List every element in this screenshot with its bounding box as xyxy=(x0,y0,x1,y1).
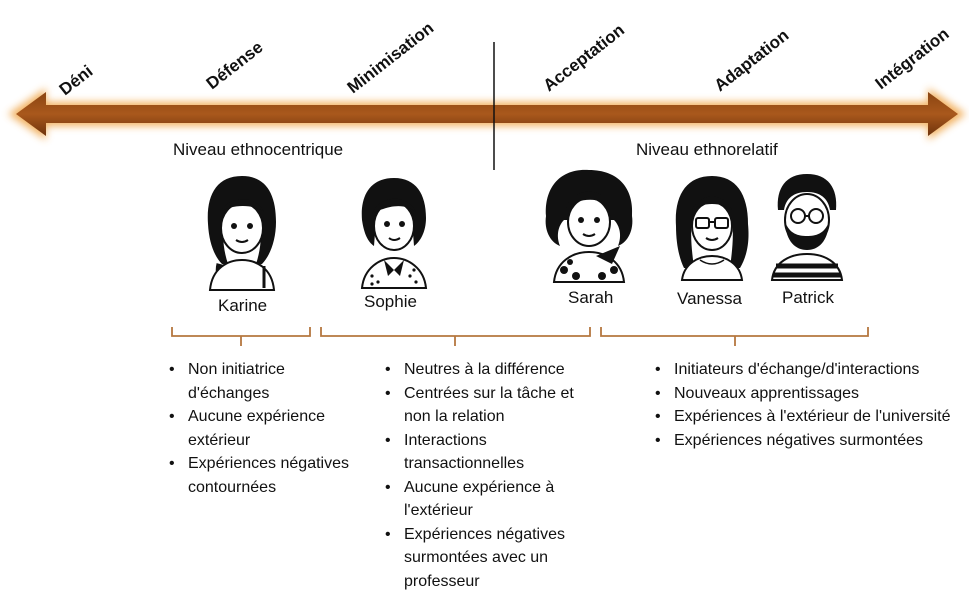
list-item: Aucune expérience extérieur xyxy=(166,405,356,452)
brace-group-1 xyxy=(172,327,310,346)
list-item: Non initiatrice d'échanges xyxy=(166,358,356,405)
list-item: Aucune expérience à l'extérieur xyxy=(382,476,592,523)
bullet-list-group-2: Neutres à la différence Centrées sur la … xyxy=(382,358,592,593)
list-item: Nouveaux apprentissages xyxy=(652,382,968,406)
list-item: Neutres à la différence xyxy=(382,358,592,382)
list-item: Interactions transactionnelles xyxy=(382,429,592,476)
bullet-list-group-3: Initiateurs d'échange/d'interactions Nou… xyxy=(652,358,968,452)
list-item: Centrées sur la tâche et non la relation xyxy=(382,382,592,429)
list-item: Expériences à l'extérieur de l'universit… xyxy=(652,405,968,429)
list-item: Initiateurs d'échange/d'interactions xyxy=(652,358,968,382)
brace-group-2 xyxy=(321,327,590,346)
list-item: Expériences négatives surmontées avec un… xyxy=(382,523,592,593)
bullet-list-group-1: Non initiatrice d'échanges Aucune expéri… xyxy=(166,358,356,499)
brace-group-3 xyxy=(601,327,868,346)
list-item: Expériences négatives surmontées xyxy=(652,429,968,453)
list-item: Expériences négatives contournées xyxy=(166,452,356,499)
